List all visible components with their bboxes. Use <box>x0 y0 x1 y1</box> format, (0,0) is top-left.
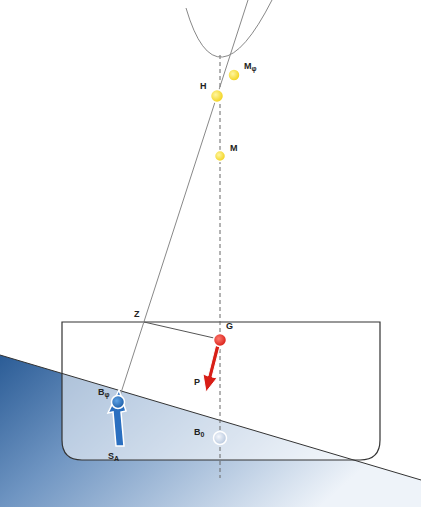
buoyancy-arrow <box>108 390 126 446</box>
point-label: Mφ <box>244 62 257 72</box>
gravity-dot <box>214 334 227 347</box>
point-label: SA <box>108 452 119 462</box>
point-label: H <box>200 82 207 91</box>
buoyancy-line <box>118 0 248 402</box>
point-h-dot <box>211 90 224 103</box>
righting-arm <box>144 322 214 338</box>
point-label: Bφ <box>98 388 110 398</box>
point-label: G <box>226 322 233 331</box>
weight-arrow <box>203 344 220 392</box>
point-label: M <box>230 144 238 153</box>
metacentre-curve <box>186 0 272 57</box>
buoyancy-phi-dot <box>112 396 125 409</box>
point-label: B0 <box>194 428 204 438</box>
point-label: P <box>194 378 200 387</box>
buoyancy-zero-dot <box>214 432 227 445</box>
centreline <box>220 55 221 478</box>
metacentre-phi-dot <box>228 69 240 81</box>
point-label: Z <box>134 310 140 319</box>
hull <box>62 322 380 460</box>
metacentre-dot <box>215 151 226 162</box>
